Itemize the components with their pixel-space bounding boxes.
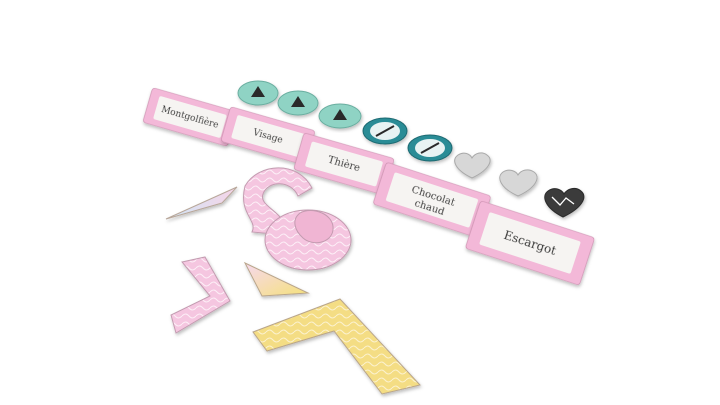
token-circle-4[interactable] — [362, 117, 408, 145]
puzzle-piece-yellow-chevron[interactable] — [252, 298, 421, 395]
token-heart-1[interactable] — [454, 152, 491, 179]
puzzle-piece-yellow-triangle[interactable] — [243, 261, 310, 297]
puzzle-piece-pink-l[interactable] — [170, 256, 231, 334]
token-circle-3[interactable] — [318, 103, 362, 129]
card-montgolfiere[interactable]: Montgolfière — [143, 87, 238, 147]
token-circle-5[interactable] — [407, 134, 453, 162]
blank-heart-icon — [499, 169, 538, 197]
blank-heart-icon — [454, 152, 491, 179]
token-heart-2[interactable] — [499, 169, 538, 197]
card-thiere[interactable]: Thière — [293, 133, 395, 195]
token-circle-1[interactable] — [237, 80, 279, 106]
puzzle-piece-pink-s[interactable] — [243, 167, 313, 236]
card-visage[interactable]: Visage — [221, 106, 316, 166]
puzzle-piece-blue-triangle[interactable] — [165, 186, 238, 220]
bird-triangle-icon — [333, 109, 347, 120]
token-circle-2[interactable] — [277, 90, 319, 116]
bird-triangle-icon — [251, 86, 265, 97]
pattern-heart-icon — [544, 187, 585, 218]
blocked-bird-icon — [420, 142, 440, 154]
puzzle-piece-pink-circle[interactable] — [264, 209, 352, 271]
card-escargot[interactable]: Escargot — [465, 201, 595, 286]
bird-triangle-icon — [291, 96, 305, 107]
token-heart-3[interactable] — [544, 187, 585, 218]
card-chocolat-chaud[interactable]: Chocolatchaud — [373, 162, 491, 238]
blocked-bird-icon — [375, 125, 395, 137]
